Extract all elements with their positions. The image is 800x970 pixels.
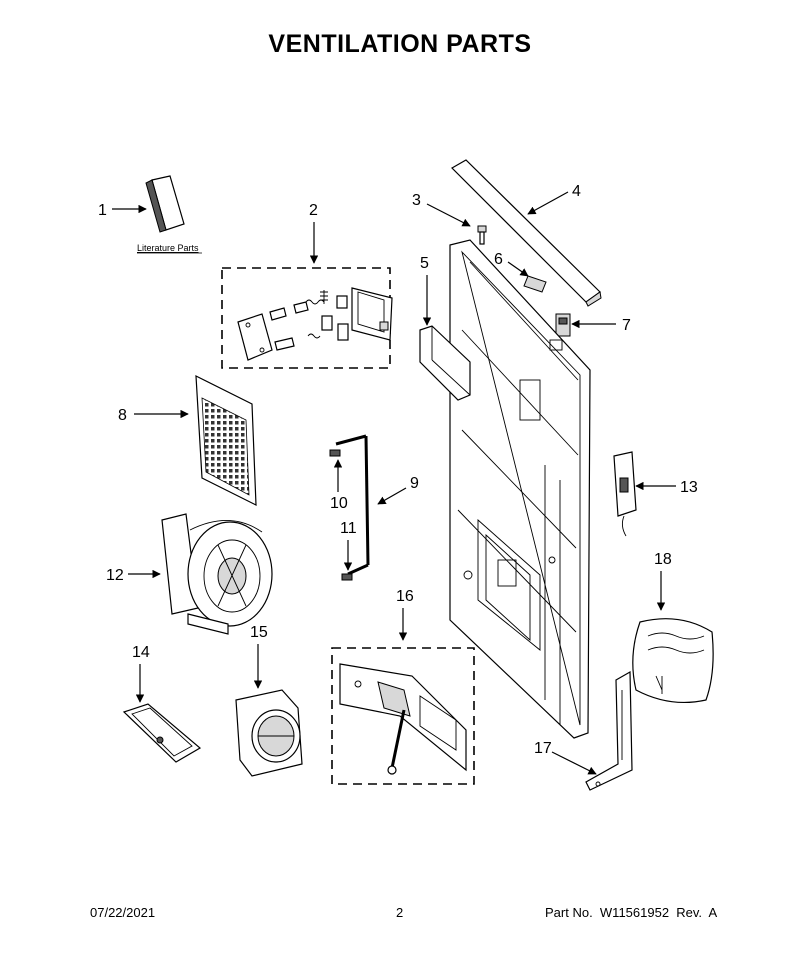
part-18-filter-bag[interactable] xyxy=(632,618,714,704)
callout-18: 18 xyxy=(654,551,672,568)
part-16-damper-assembly[interactable] xyxy=(339,663,467,775)
callout-10: 10 xyxy=(330,495,348,512)
part-17-mounting-bracket[interactable] xyxy=(585,670,633,791)
part-2-hardware-kit[interactable] xyxy=(237,287,393,361)
callout-14: 14 xyxy=(132,644,150,661)
footer-part-number: Part No. W11561952 Rev. A xyxy=(545,905,718,920)
part-6-clip[interactable] xyxy=(523,275,547,293)
callout-11: 11 xyxy=(340,520,357,537)
part-5-front-bracket[interactable] xyxy=(419,325,471,401)
part-15-damper[interactable] xyxy=(235,689,303,777)
part-12-blower-motor[interactable] xyxy=(161,513,273,635)
part-13-control-board[interactable] xyxy=(613,451,637,537)
callout-16: 16 xyxy=(396,588,414,605)
callout-15: 15 xyxy=(250,624,268,641)
part-8-grease-filter[interactable] xyxy=(195,374,257,506)
part-3-screw[interactable] xyxy=(477,225,487,245)
callout-1: 1 xyxy=(98,202,107,219)
part-9-rod[interactable] xyxy=(335,434,370,576)
callout-5: 5 xyxy=(420,255,429,272)
callout-4: 4 xyxy=(572,183,581,200)
main-chassis-housing xyxy=(449,239,591,739)
callout-17: 17 xyxy=(534,740,552,757)
callout-12: 12 xyxy=(106,567,124,584)
callout-2: 2 xyxy=(309,202,318,219)
page-title: VENTILATION PARTS xyxy=(268,30,532,58)
callout-7: 7 xyxy=(622,317,631,334)
part-16-assembly-box xyxy=(331,647,475,785)
part-7-switch[interactable] xyxy=(555,313,571,337)
callout-6: 6 xyxy=(494,251,503,268)
part-14-tray[interactable] xyxy=(122,703,202,763)
footer-date: 07/22/2021 xyxy=(90,905,156,920)
callout-8: 8 xyxy=(118,407,127,424)
part-10-screw[interactable] xyxy=(329,449,341,457)
part-1-literature[interactable]: Literature Parts xyxy=(137,175,202,254)
callout-3: 3 xyxy=(412,192,421,209)
callout-9: 9 xyxy=(410,475,419,492)
part-11-screw[interactable] xyxy=(341,573,353,581)
part-4-top-trim[interactable] xyxy=(451,159,602,307)
footer-page-number: 2 xyxy=(396,905,404,920)
literature-parts-label: Literature Parts xyxy=(137,243,199,253)
callout-13: 13 xyxy=(680,479,698,496)
